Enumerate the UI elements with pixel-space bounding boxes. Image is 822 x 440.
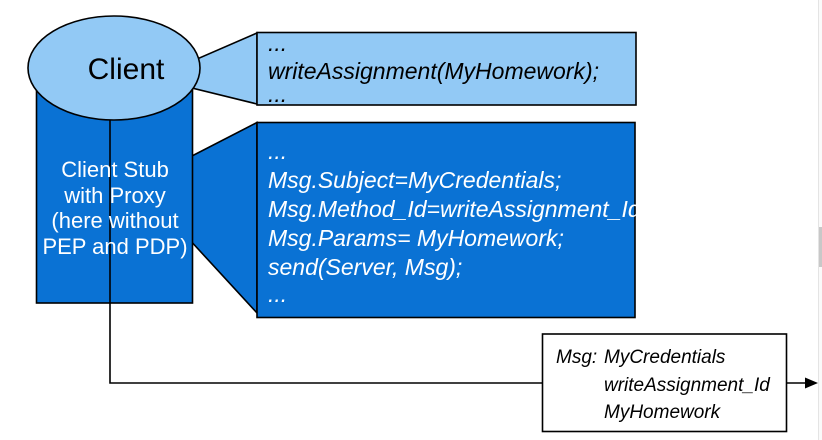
client-code-line3: ... [268, 81, 287, 107]
stub-code-line4: Msg.Params= MyHomework; [268, 225, 564, 251]
arrow-head-icon [805, 377, 818, 389]
stub-code-line1: ... [268, 138, 287, 164]
client-stub-label-line1: Client Stub [61, 157, 169, 182]
callout-wedge-stub-code [187, 121, 258, 316]
scrollbar-thumb[interactable] [819, 227, 822, 267]
client-ellipse [27, 15, 201, 121]
stub-code-line6: ... [268, 281, 287, 307]
client-stub-label-line3: (here without [51, 208, 178, 233]
message-field-subject: MyCredentials [604, 347, 726, 368]
message-label: Msg: [556, 347, 597, 368]
client-code-callout [256, 31, 637, 106]
client-code-line2: writeAssignment(MyHomework); [268, 58, 599, 84]
stub-code-line3: Msg.Method_Id=writeAssignment_Id; [268, 196, 647, 222]
scrollbar-track[interactable] [818, 0, 822, 440]
stub-code-line2: Msg.Subject=MyCredentials; [268, 167, 561, 193]
message-box [541, 333, 788, 433]
client-code-line1: ... [268, 30, 287, 56]
stub-code-callout [256, 121, 636, 319]
client-stub-label-line2: with Proxy [63, 183, 165, 208]
client-label: Client [88, 53, 165, 86]
message-field-params: MyHomework [604, 402, 722, 423]
client-stub-label-line4: PEP and PDP) [42, 234, 187, 259]
stub-code-line5: send(Server, Msg); [268, 254, 462, 280]
message-field-method: writeAssignment_Id [604, 375, 771, 396]
callout-wedge-client-code [191, 31, 258, 106]
